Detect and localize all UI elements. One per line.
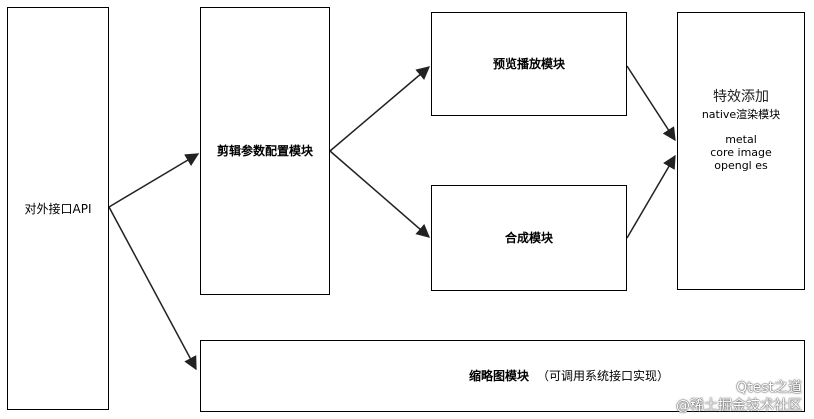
compose-box: 合成模块 xyxy=(431,185,627,291)
arrow-preview-to-render xyxy=(626,65,676,142)
render-tech-core-image: core image xyxy=(710,146,772,159)
thumbnail-box-note: （可调用系统接口实现） xyxy=(537,369,670,383)
render-box-title: 特效添加 xyxy=(713,89,769,105)
config-box: 剪辑参数配置模块 xyxy=(200,7,330,295)
arrow-compose-to-render xyxy=(626,154,676,239)
watermark-line-2: @稀土掘金技术社区 xyxy=(676,398,802,414)
render-box: 特效添加 native渲染模块 metal core image opengl … xyxy=(677,12,805,290)
api-box: 对外接口API xyxy=(7,7,109,410)
arrow-config-to-compose xyxy=(329,150,431,238)
render-tech-metal: metal xyxy=(725,133,757,146)
arrow-api-to-thumbnail xyxy=(108,206,197,371)
config-box-label: 剪辑参数配置模块 xyxy=(216,144,313,158)
compose-box-label: 合成模块 xyxy=(504,231,553,245)
render-tech-opengl-es: opengl es xyxy=(714,159,768,172)
api-box-label: 对外接口API xyxy=(24,201,92,216)
arrow-config-to-preview xyxy=(329,66,431,152)
render-box-subtitle: native渲染模块 xyxy=(701,108,781,121)
arrow-api-to-config xyxy=(108,153,200,208)
preview-box-label: 预览播放模块 xyxy=(492,57,565,71)
watermark-line-1: Qtest之道 xyxy=(736,380,802,396)
thumbnail-box: 缩略图模块 （可调用系统接口实现） xyxy=(200,340,805,412)
thumbnail-box-title: 缩略图模块 xyxy=(469,369,530,383)
watermark: Qtest之道 @稀土掘金技术社区 xyxy=(676,379,802,415)
preview-box: 预览播放模块 xyxy=(431,12,627,116)
